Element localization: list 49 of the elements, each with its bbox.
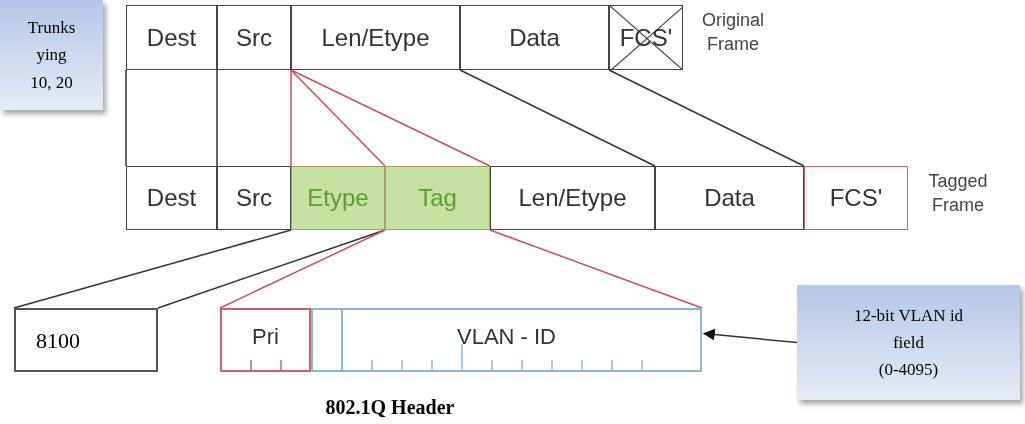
callout-text: 10, 20 <box>30 71 73 94</box>
field-label: Dest <box>146 22 197 53</box>
callout-text: Trunks <box>27 17 76 40</box>
mapping-line <box>219 229 386 309</box>
priority-field <box>220 308 311 372</box>
mapping-line <box>13 229 292 309</box>
mapping-line <box>125 69 127 167</box>
field-label: Src <box>236 183 272 213</box>
inserted-field <box>385 166 490 230</box>
frame-caption: Tagged Frame <box>927 170 989 218</box>
frame-field <box>126 5 217 70</box>
field-label: Data <box>704 183 755 213</box>
callout-text: field <box>892 331 925 354</box>
frame-field <box>126 166 217 230</box>
frame-field <box>460 5 609 70</box>
field-label: Etype <box>307 183 369 213</box>
field-label: FCS' <box>829 183 883 213</box>
callout-box <box>797 285 1020 400</box>
field-label: Len/Etype <box>518 183 627 213</box>
arrow <box>702 328 798 344</box>
mapping-line <box>290 69 386 167</box>
mapping-line <box>459 69 656 167</box>
frame-field <box>217 5 291 70</box>
field-label: 8100 <box>36 326 80 355</box>
frame-field <box>490 166 655 230</box>
field-label: Data <box>509 22 560 53</box>
callout-text: 12-bit VLAN id <box>853 304 964 327</box>
frame-caption: Original Frame <box>701 9 765 57</box>
diagram-caption: 802.1Q Header <box>324 395 456 420</box>
frame-field <box>291 5 460 70</box>
field-label: Len/Etype <box>321 22 430 53</box>
mapping-line <box>290 69 292 167</box>
field-label: Src <box>236 22 272 53</box>
inserted-field <box>291 166 385 230</box>
field-label: Dest <box>146 183 197 213</box>
field-label: Tag <box>418 183 457 213</box>
mapping-line <box>290 69 491 167</box>
frame-field <box>655 166 804 230</box>
field-label: Pri <box>252 323 279 351</box>
mapping-line <box>608 69 805 167</box>
field-label: VLAN - ID <box>457 323 556 351</box>
vlan-id-field <box>311 308 702 372</box>
callout-text: ying <box>36 44 67 67</box>
frame-field <box>217 166 291 230</box>
mapping-line <box>489 229 703 309</box>
callout-text: (0-4095) <box>878 359 939 382</box>
value-box <box>14 308 158 372</box>
mapping-line <box>216 69 218 167</box>
callout-box <box>0 0 103 110</box>
